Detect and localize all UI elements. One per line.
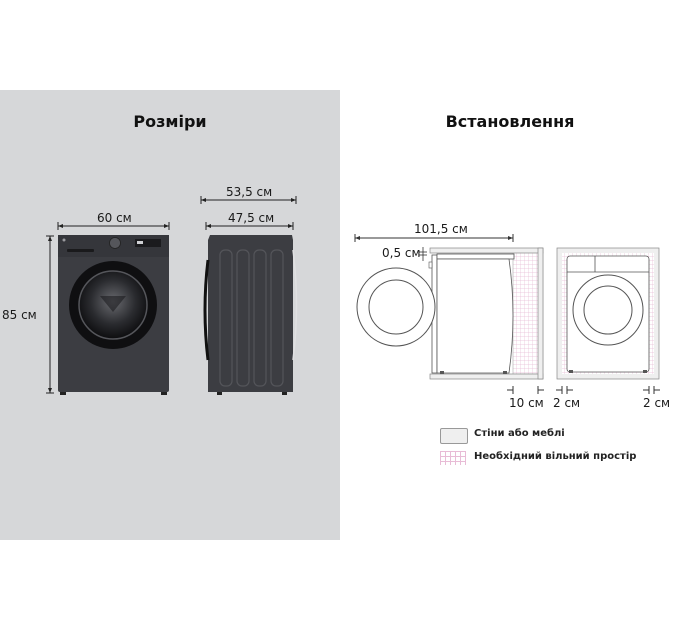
installation-title: Встановлення (445, 112, 575, 131)
legend-clearance-label: Необхідний вільний простір (474, 451, 637, 462)
washer-front-view (46, 222, 170, 395)
depth-total-label: 53,5 см (226, 185, 273, 199)
right-gap-label: 2 см (643, 396, 671, 410)
washer-side-view (200, 196, 298, 395)
legend-walls-label: Стіни або меблі (474, 428, 565, 439)
depth-body-label: 47,5 см (228, 211, 275, 225)
installation-side-diagram (354, 234, 544, 394)
back-gap-label: 10 см (509, 396, 544, 410)
dimensions-title: Розміри (133, 112, 207, 131)
clearance-grid-swatch-icon (440, 451, 466, 465)
top-gap-label: 0,5 см (382, 246, 421, 260)
install-depth-label: 101,5 см (414, 222, 468, 236)
height-label: 85 см (2, 308, 37, 322)
left-gap-label: 2 см (553, 396, 581, 410)
installation-front-diagram (556, 247, 660, 394)
wall-swatch-icon (440, 428, 468, 444)
width-label: 60 см (97, 211, 132, 225)
